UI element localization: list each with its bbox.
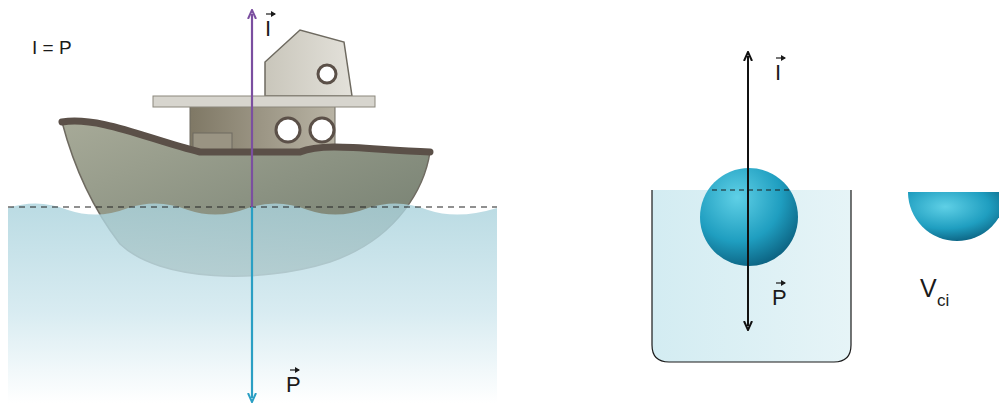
volume-label: V xyxy=(920,276,937,301)
vector-mark xyxy=(776,282,785,283)
force-label: I xyxy=(775,62,781,84)
volume-subscript: ci xyxy=(937,292,949,309)
buoyancy-arrow xyxy=(251,14,253,207)
sphere-waterline xyxy=(712,190,790,191)
force-label: I xyxy=(265,18,271,40)
equation-label: I = P xyxy=(32,38,72,57)
immersed-half-sphere xyxy=(908,192,999,241)
weight-arrow xyxy=(251,207,253,398)
force-label: P xyxy=(772,287,787,309)
vector-mark xyxy=(776,57,785,58)
force-label: P xyxy=(286,374,301,396)
sphere-buoyancy-arrow xyxy=(747,56,749,217)
vector-mark xyxy=(290,369,299,370)
sphere-weight-arrow xyxy=(747,217,749,326)
water xyxy=(8,203,497,403)
vector-mark xyxy=(266,13,275,14)
